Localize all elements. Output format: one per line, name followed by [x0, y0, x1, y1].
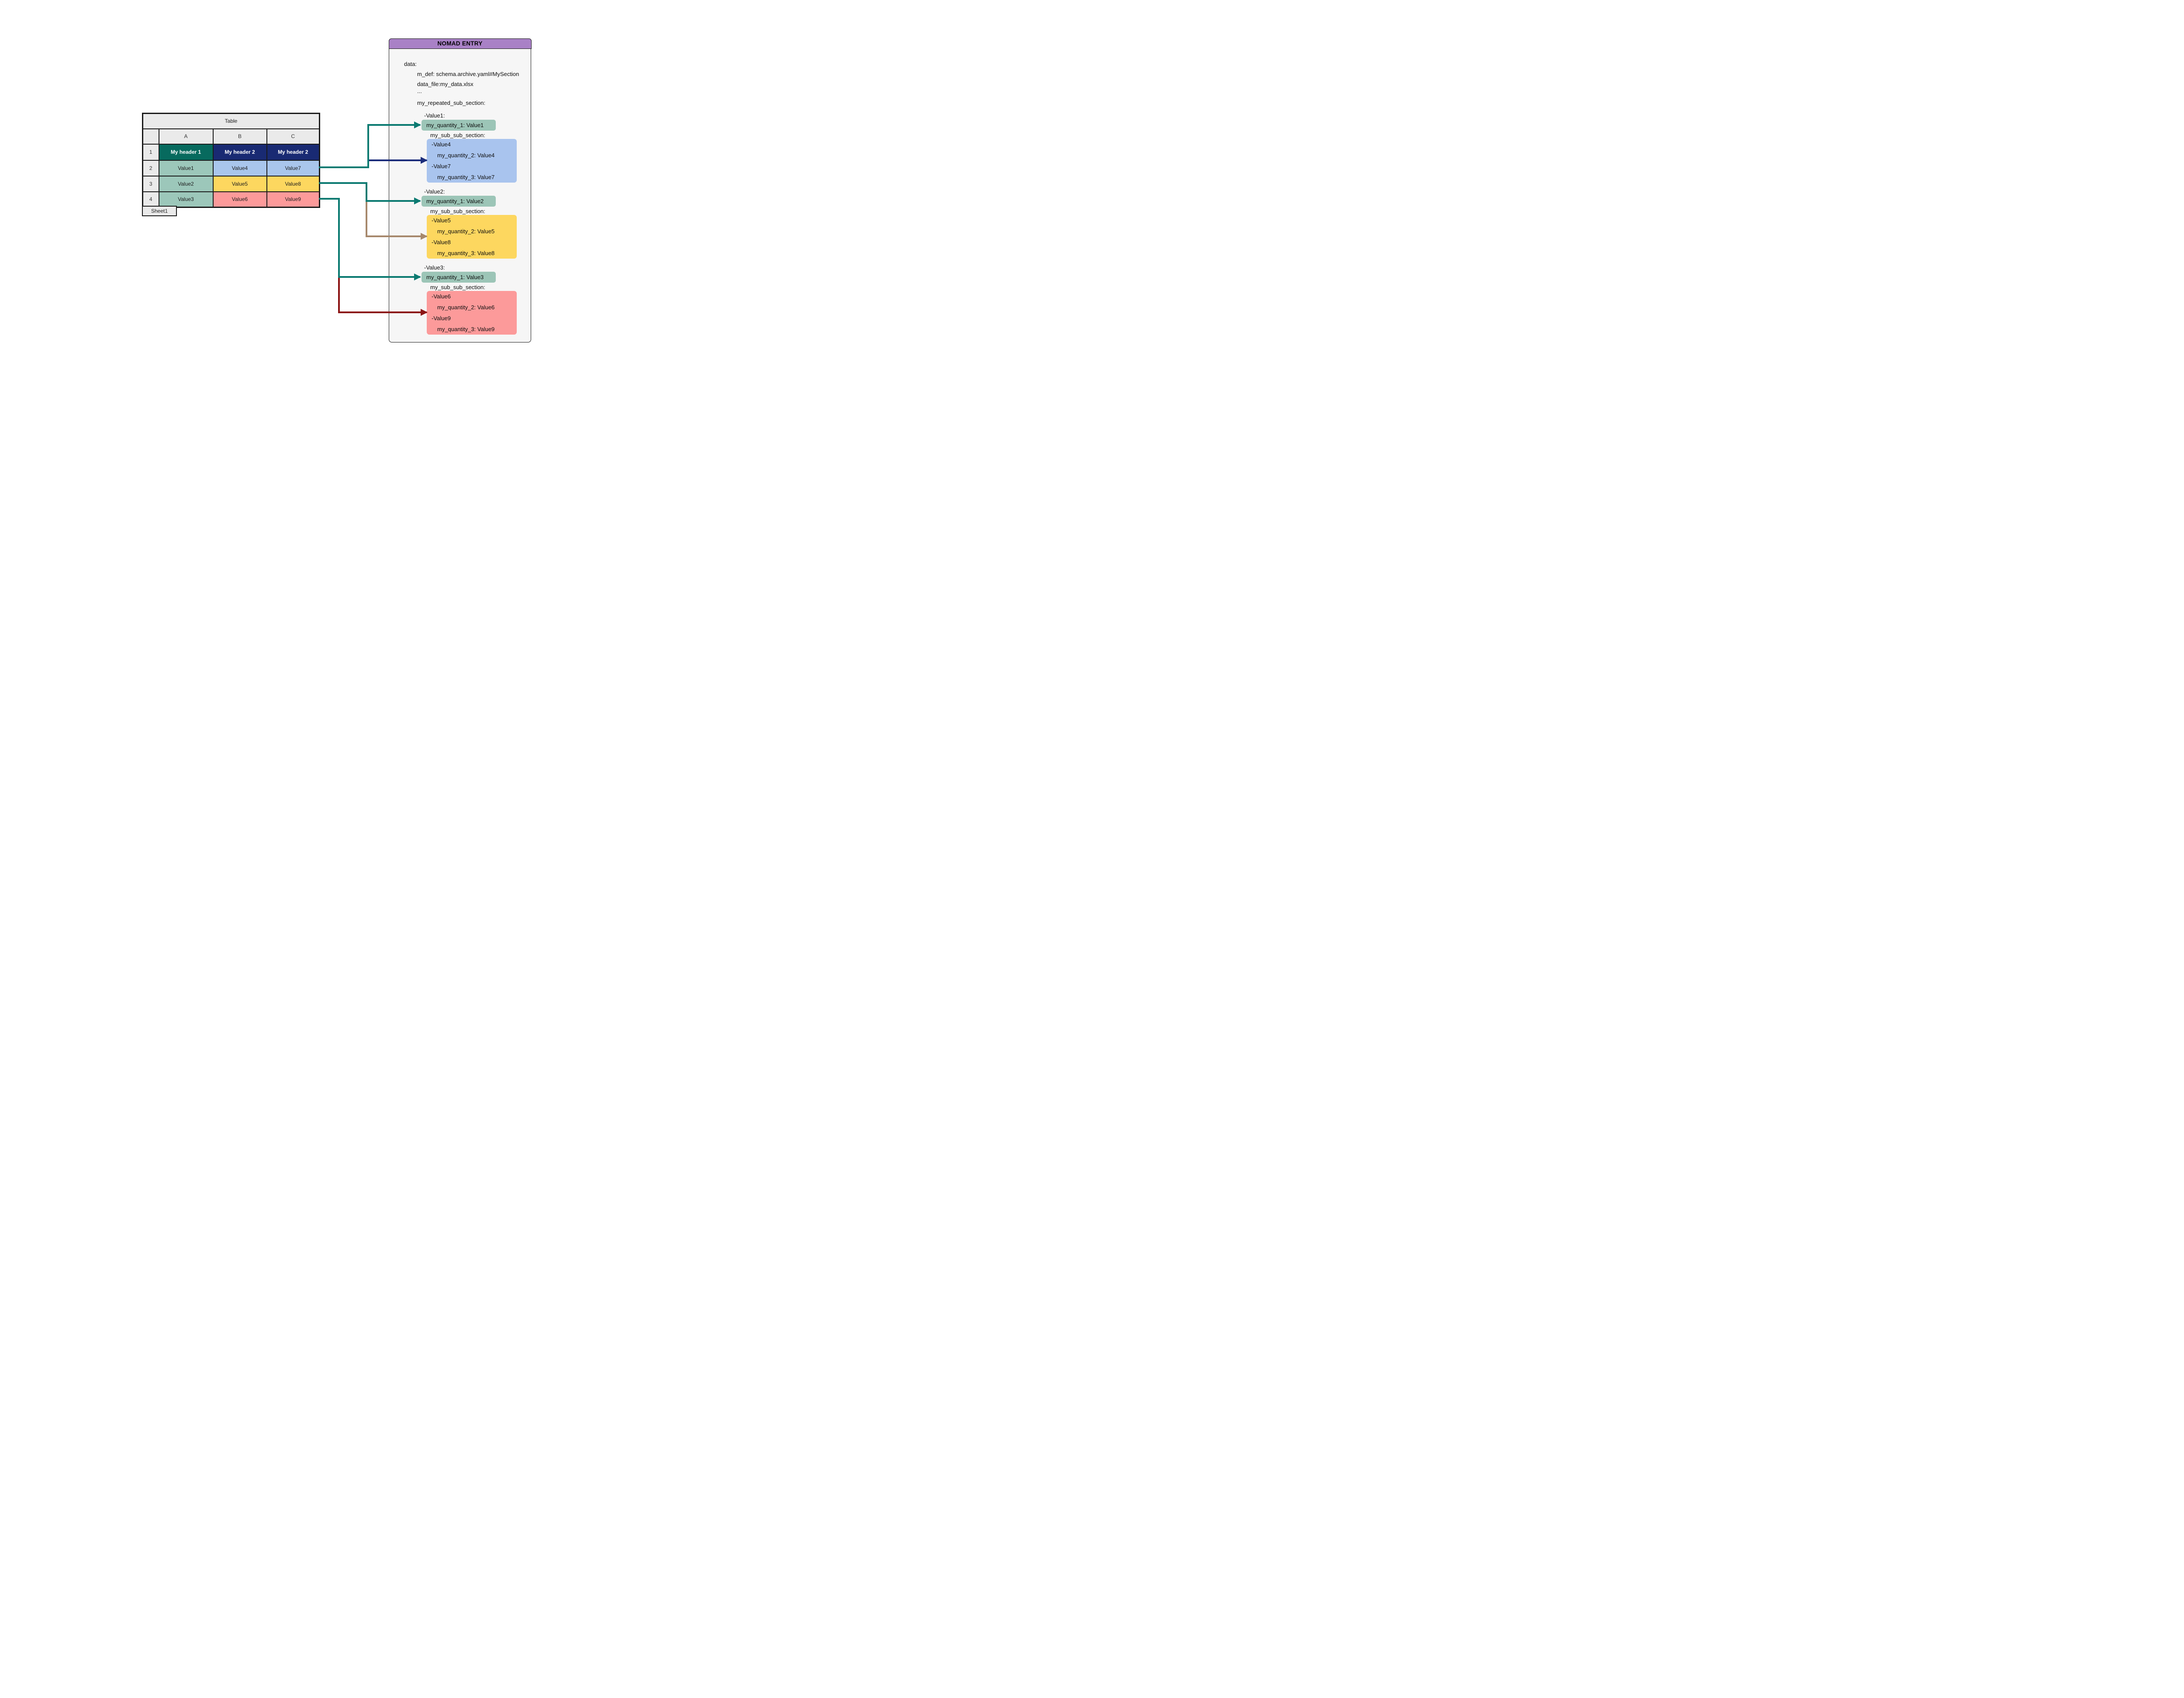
sub-sub-section-box-blue: -Value4 my_quantity_2: Value4 -Value7 my…	[427, 139, 517, 183]
yaml-line-repeated-sub-section: my_repeated_sub_section:	[417, 100, 486, 106]
sub-sub-section-box-salmon: -Value6 my_quantity_2: Value6 -Value9 my…	[427, 291, 517, 335]
cell-a2: Value1	[158, 159, 214, 176]
sub-line: -Value7	[432, 163, 451, 169]
cell-a3: Value2	[158, 175, 214, 192]
cell-a4: Value3	[158, 191, 214, 208]
entry-label: -Value3:	[424, 264, 445, 271]
yaml-line-datafile: data_file:my_data.xlsx	[417, 81, 473, 87]
cell-b1: My header 2	[212, 143, 267, 161]
table-corner-cell	[142, 128, 159, 145]
cell-c1: My header 2	[266, 143, 320, 161]
entry-value2: -Value2: my_quantity_1: Value2 my_sub_su…	[389, 188, 531, 263]
quantity1-box: my_quantity_1: Value1	[422, 120, 496, 131]
cell-c2: Value7	[266, 159, 320, 176]
quantity1-box: my_quantity_1: Value2	[422, 196, 496, 207]
table-title: Table	[142, 113, 320, 129]
sub-line: my_quantity_2: Value4	[437, 152, 495, 159]
cell-c3: Value8	[266, 175, 320, 192]
column-header-c: C	[266, 128, 320, 145]
sub-line: my_quantity_2: Value5	[437, 228, 495, 235]
mapping-arrows	[319, 121, 428, 316]
column-header-a: A	[158, 128, 214, 145]
panel-title: NOMAD ENTRY	[388, 38, 532, 49]
spreadsheet-table: Table A B C 1 My header 1 My header 2 My…	[142, 113, 320, 208]
sub-line: -Value6	[432, 293, 451, 300]
sub-sub-section-label: my_sub_sub_section:	[430, 208, 485, 214]
sub-line: -Value8	[432, 239, 451, 246]
sub-line: my_quantity_2: Value6	[437, 304, 495, 311]
sub-sub-section-label: my_sub_sub_section:	[430, 284, 485, 290]
nomad-entry-panel: NOMAD ENTRY data: m_def: schema.archive.…	[388, 38, 532, 342]
sub-line: my_quantity_3: Value9	[437, 326, 495, 332]
sub-sub-section-label: my_sub_sub_section:	[430, 132, 485, 138]
entry-label: -Value2:	[424, 188, 445, 195]
sub-line: my_quantity_3: Value7	[437, 174, 495, 180]
sub-line: my_quantity_3: Value8	[437, 250, 495, 256]
row-number-2: 2	[142, 159, 159, 176]
yaml-line-data: data:	[404, 61, 417, 67]
entry-label: -Value1:	[424, 112, 445, 119]
cell-a1: My header 1	[158, 143, 214, 161]
column-header-b: B	[212, 128, 267, 145]
quantity1-box: my_quantity_1: Value3	[422, 272, 496, 283]
cell-b2: Value4	[212, 159, 267, 176]
sub-line: -Value9	[432, 315, 451, 322]
cell-b4: Value6	[212, 191, 267, 208]
cell-b3: Value5	[212, 175, 267, 192]
sub-line: -Value5	[432, 217, 451, 224]
sub-line: -Value4	[432, 141, 451, 148]
entry-value1: -Value1: my_quantity_1: Value1 my_sub_su…	[389, 112, 531, 187]
yaml-line-mdef: m_def: schema.archive.yaml#MySection	[417, 71, 519, 77]
yaml-line-ellipsis: ...	[417, 88, 422, 94]
row-number-4: 4	[142, 191, 159, 208]
sheet-tab: Sheet1	[142, 206, 177, 216]
diagram-canvas: Table A B C 1 My header 1 My header 2 My…	[0, 0, 671, 377]
row-number-1: 1	[142, 143, 159, 161]
row-number-3: 3	[142, 175, 159, 192]
sub-sub-section-box-yellow: -Value5 my_quantity_2: Value5 -Value8 my…	[427, 215, 517, 259]
entry-value3: -Value3: my_quantity_1: Value3 my_sub_su…	[389, 264, 531, 339]
cell-c4: Value9	[266, 191, 320, 208]
